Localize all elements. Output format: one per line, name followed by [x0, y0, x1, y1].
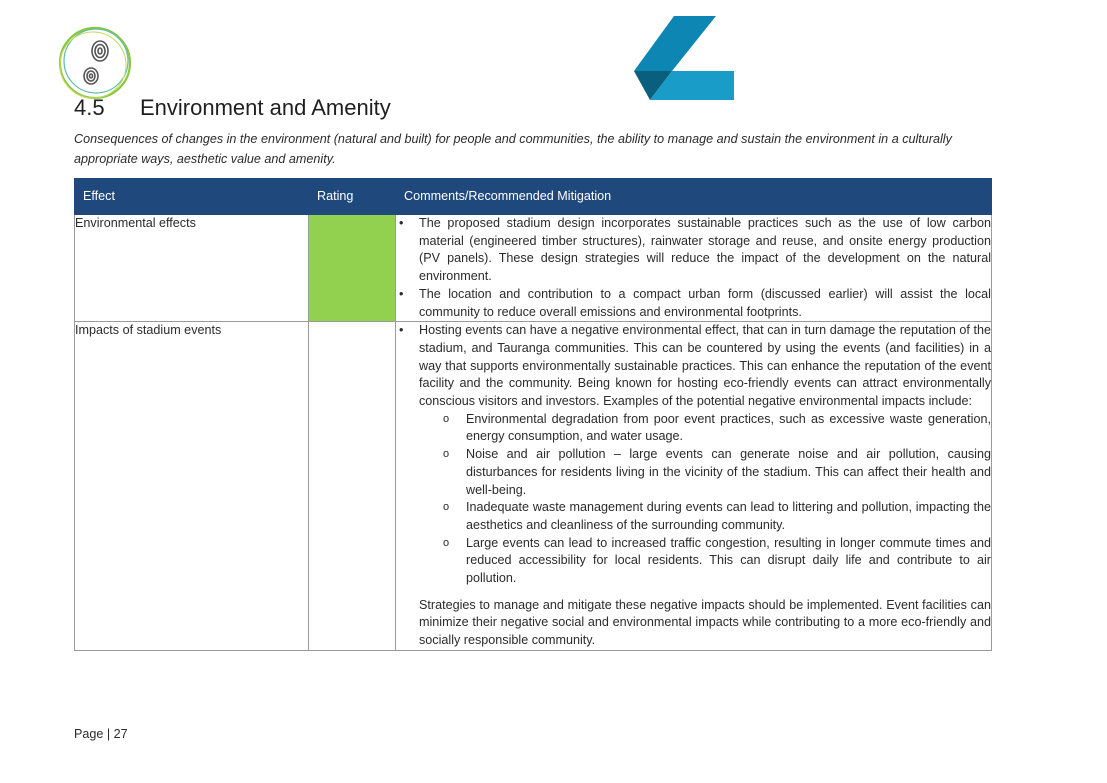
bullet-text: Hosting events can have a negative envir… [419, 323, 991, 409]
page-number: Page | 27 [74, 727, 128, 741]
bullet-item: The location and contribution to a compa… [396, 286, 991, 321]
effects-table: Effect Rating Comments/Recommended Mitig… [74, 178, 992, 651]
section-title: Environment and Amenity [140, 95, 391, 120]
circle-logo [58, 26, 132, 100]
sub-bullet-item: Inadequate waste management during event… [419, 499, 991, 534]
header-rating: Rating [308, 178, 396, 215]
bullet-item: Hosting events can have a negative envir… [396, 322, 991, 588]
section-heading: 4.5 Environment and Amenity [74, 95, 391, 121]
table-row: Environmental effects The proposed stadi… [74, 213, 992, 323]
sub-bullet-item: Noise and air pollution – large events c… [419, 446, 991, 499]
brand-logo [634, 16, 734, 100]
table-header-row: Effect Rating Comments/Recommended Mitig… [74, 178, 992, 215]
table-row: Impacts of stadium events Hosting events… [74, 321, 992, 651]
header-effect: Effect [74, 178, 309, 215]
effect-cell: Environmental effects [74, 213, 309, 323]
bullet-item: The proposed stadium design incorporates… [396, 215, 991, 286]
sub-bullet-item: Large events can lead to increased traff… [419, 535, 991, 588]
comments-cell: Hosting events can have a negative envir… [395, 321, 992, 651]
rating-cell-green [308, 213, 396, 323]
rating-cell-empty [308, 321, 396, 651]
comments-cell: The proposed stadium design incorporates… [395, 213, 992, 323]
section-intro: Consequences of changes in the environme… [74, 132, 952, 166]
sub-bullet-item: Environmental degradation from poor even… [419, 411, 991, 446]
effect-cell: Impacts of stadium events [74, 321, 309, 651]
closing-paragraph: Strategies to manage and mitigate these … [419, 597, 991, 648]
header-comments: Comments/Recommended Mitigation [395, 178, 992, 215]
section-number: 4.5 [74, 95, 105, 120]
